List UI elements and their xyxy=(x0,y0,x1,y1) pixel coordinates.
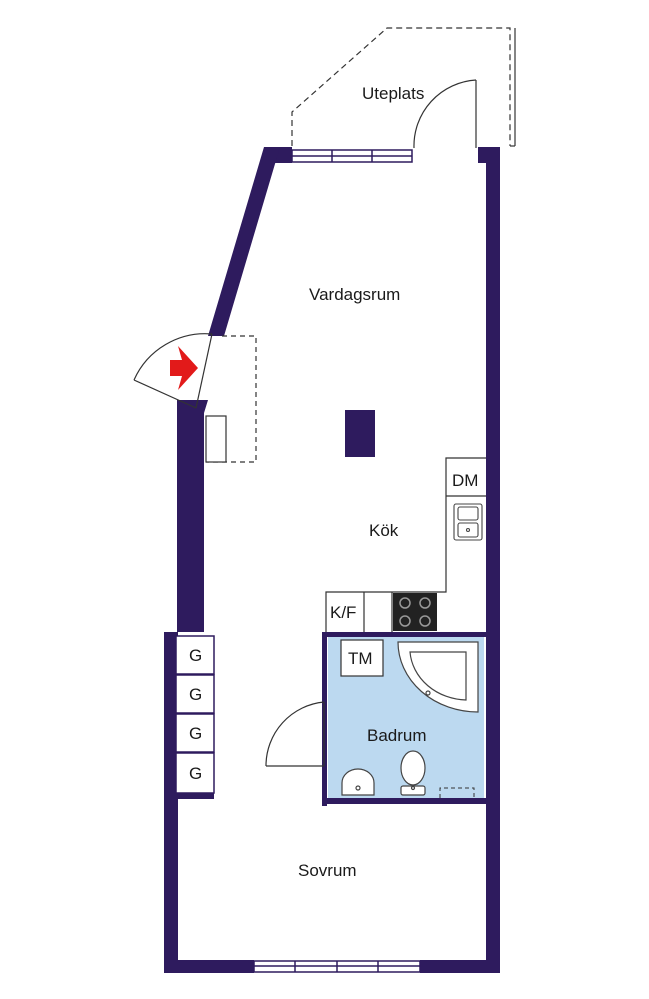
entrance-door xyxy=(133,333,213,409)
stove-icon xyxy=(393,593,437,631)
room-label-kok: Kök xyxy=(369,521,399,540)
shower-drain-outline xyxy=(439,787,475,798)
room-label-badrum: Badrum xyxy=(367,726,427,745)
terrace-door xyxy=(413,79,477,149)
bathroom-door xyxy=(265,701,325,767)
column xyxy=(345,410,375,457)
fridge-freezer-label: K/F xyxy=(330,603,356,622)
washing-machine-label: TM xyxy=(348,649,373,668)
wardrobe-label: G xyxy=(189,685,202,704)
kitchen-counter xyxy=(325,457,486,632)
room-label-vardagsrum: Vardagsrum xyxy=(309,285,400,304)
room-label-sovrum: Sovrum xyxy=(298,861,357,880)
terrace-outline xyxy=(291,27,516,147)
bottom-window xyxy=(253,960,421,973)
wardrobe-label: G xyxy=(189,646,202,665)
toilet-icon xyxy=(400,750,426,796)
entry-arrow-icon xyxy=(170,346,198,390)
washbasin-icon xyxy=(341,768,375,796)
dishwasher-label: DM xyxy=(452,471,478,490)
wardrobe-label: G xyxy=(189,764,202,783)
hall-closet-outline xyxy=(206,335,257,463)
top-window xyxy=(291,149,413,163)
washing-machine-box xyxy=(340,639,384,677)
kitchen-sink-icon xyxy=(453,503,483,541)
room-label-uteplats: Uteplats xyxy=(362,84,424,103)
hall-shelf xyxy=(205,415,227,463)
wardrobe-label: G xyxy=(189,724,202,743)
wardrobes xyxy=(175,635,215,794)
outer-walls xyxy=(164,147,500,973)
bathtub-icon xyxy=(397,641,479,713)
